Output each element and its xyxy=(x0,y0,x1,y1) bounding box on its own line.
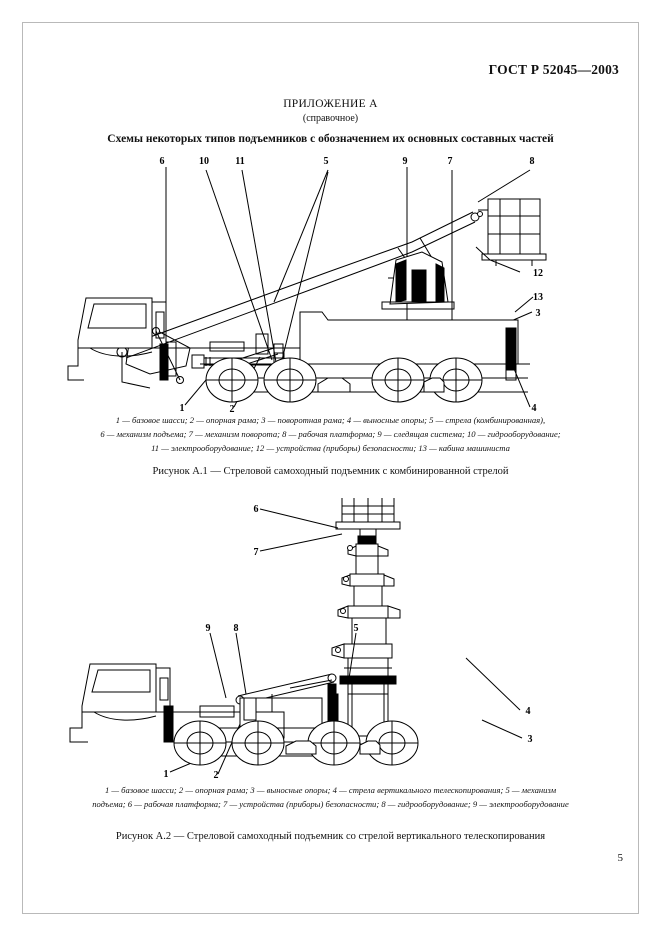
callout-7: 7 xyxy=(254,547,259,558)
callout-11: 11 xyxy=(235,156,244,167)
callout-4: 4 xyxy=(526,706,531,717)
callout-4: 4 xyxy=(532,403,537,414)
callout-6: 6 xyxy=(160,156,165,167)
callout-5: 5 xyxy=(324,156,329,167)
figure-a2-caption: Рисунок А.2 — Стреловой самоходный подъе… xyxy=(115,831,546,842)
appendix-subtitle: (справочное) xyxy=(302,113,359,124)
callout-3: 3 xyxy=(528,734,533,745)
figure-a1-drawing: 6 10 11 5 9 7 8 12 13 3 1 2 4 xyxy=(60,152,605,414)
callout-10: 10 xyxy=(199,156,209,167)
page-number: 5 xyxy=(617,852,624,864)
legend-line: подъема; 6 — рабочая платформа; 7 — устр… xyxy=(92,798,569,809)
figure-a1-caption: Рисунок А.1 — Стреловой самоходный подъе… xyxy=(152,466,509,477)
callout-9: 9 xyxy=(403,156,408,167)
callout-1: 1 xyxy=(164,769,169,778)
callout-7: 7 xyxy=(448,156,453,167)
section-title: Схемы некоторых типов подъемников с обоз… xyxy=(107,133,554,145)
legend-line: 6 — механизм подъема; 7 — механизм повор… xyxy=(100,428,561,439)
standard-number-header: ГОСТ Р 52045—2003 xyxy=(488,62,619,77)
page-border xyxy=(22,22,639,914)
figure-a2-drawing: 6 7 9 8 5 4 3 1 2 xyxy=(60,498,605,778)
appendix-title: ПРИЛОЖЕНИЕ А xyxy=(283,98,378,110)
callout-5: 5 xyxy=(354,623,359,634)
legend-line: 1 — базовое шасси; 2 — опорная рама; 3 —… xyxy=(115,415,546,425)
callout-13: 13 xyxy=(533,292,543,303)
figure-a1-legend: 1 — базовое шасси; 2 — опорная рама; 3 —… xyxy=(36,414,625,456)
callout-9: 9 xyxy=(206,623,211,634)
figure-a2-legend: 1 — базовое шасси; 2 — опорная рама; 3 —… xyxy=(36,784,625,812)
callout-8: 8 xyxy=(530,156,535,167)
callout-1: 1 xyxy=(180,403,185,414)
legend-line: 1 — базовое шасси; 2 — опорная рама; 3 —… xyxy=(104,785,557,795)
callout-2: 2 xyxy=(214,770,219,778)
callout-2: 2 xyxy=(230,404,235,414)
callout-12: 12 xyxy=(533,268,543,279)
legend-line: 11 — электрооборудование; 12 — устройств… xyxy=(151,442,510,453)
callout-6: 6 xyxy=(254,504,259,515)
callout-3: 3 xyxy=(536,308,541,319)
callout-8: 8 xyxy=(234,623,239,634)
